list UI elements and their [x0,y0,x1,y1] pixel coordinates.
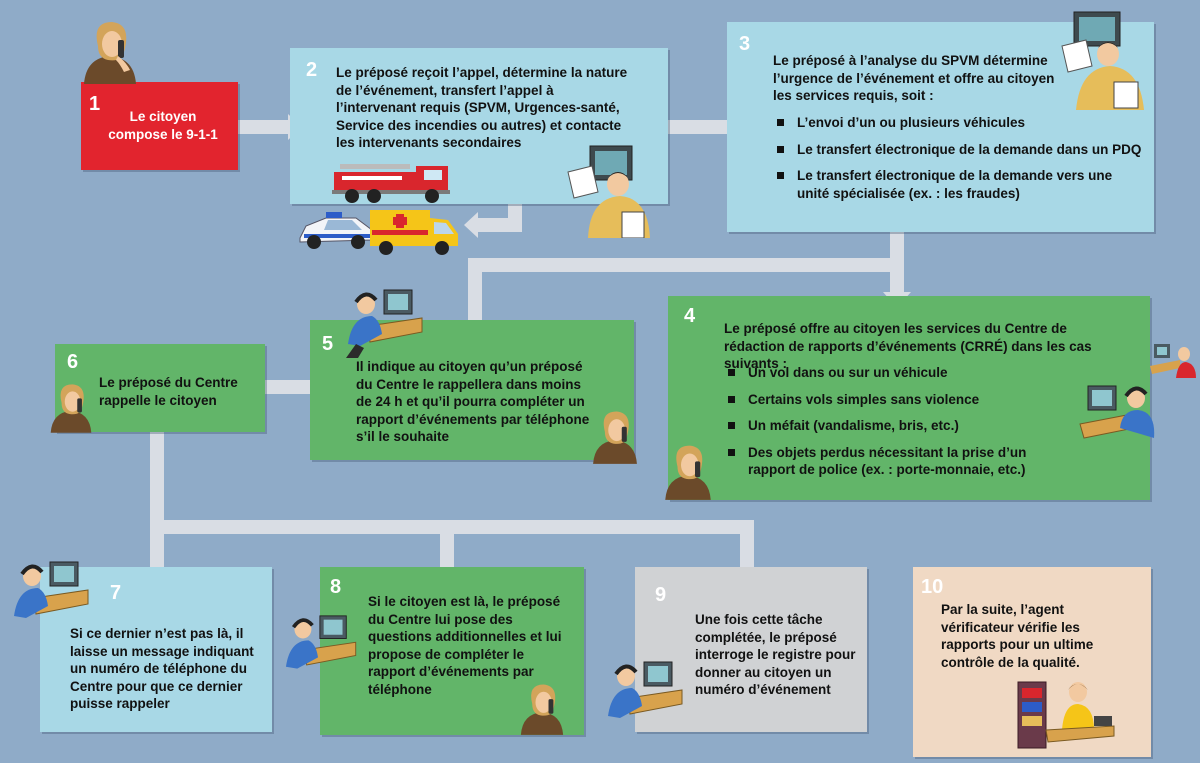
step-6-box: 6 Le préposé du Centre rappelle le citoy… [55,344,265,432]
operator-screen-icon [1060,10,1152,110]
step-4-item: Certains vols simples sans violence [724,391,1074,409]
step-8-box: 8 Si le citoyen est là, le préposé du Ce… [320,567,584,735]
step-3-intro: Le préposé à l’analyse du SPVM détermine… [773,53,1055,103]
operator-small-icon [1150,342,1198,382]
step-4-item: Des objets perdus nécessitant la prise d… [724,444,1074,479]
headset-operator-icon [6,560,90,630]
police-car-icon [296,208,376,252]
step-7-number: 7 [110,582,122,604]
step-5-text: Il indique au citoyen qu’un préposé du C… [356,359,590,444]
step-1-number: 1 [89,93,101,115]
step-8-number: 8 [330,576,342,598]
step-6-number: 6 [67,351,79,373]
step-3-item: Le transfert électronique de la demande … [773,167,1143,202]
citizen-phone-icon [78,18,142,84]
office-agent-icon [1016,676,1116,750]
step-2-number: 2 [306,59,318,81]
step-9-box: 9 Une fois cette tâche complétée, le pré… [635,567,867,732]
step-9-text: Une fois cette tâche complétée, le prépo… [695,612,856,697]
step-3-number: 3 [739,33,751,55]
step-9-number: 9 [655,584,667,606]
headset-operator-icon [1076,380,1160,450]
headset-operator-icon [340,288,424,358]
step-1-text: Le citoyen compose le 9-1-1 [108,109,218,142]
step-5-box: 5 Il indique au citoyen qu’un préposé du… [310,320,634,460]
step-10-text: Par la suite, l’agent vérificateur vérif… [941,602,1094,670]
step-8-text: Si le citoyen est là, le préposé du Cent… [368,594,562,697]
citizen-phone-icon [588,406,642,466]
citizen-phone-icon [46,380,96,434]
step-4-item: Un vol dans ou sur un véhicule [724,364,1074,382]
connector-5-6 [264,380,310,394]
step-6-text: Le préposé du Centre rappelle le citoyen [99,375,238,408]
step-4-item: Un méfait (vandalisme, bris, etc.) [724,417,1074,435]
step-4-list: Un vol dans ou sur un véhicule Certains … [724,364,1074,488]
step-10-number: 10 [921,576,944,598]
ambulance-icon [368,206,460,256]
connector-2-3 [668,120,730,134]
step-1-box: 1 Le citoyen compose le 9-1-1 [81,82,238,170]
step-4-number: 4 [684,305,696,327]
operator-screen-icon [564,142,656,238]
headset-operator-icon [278,614,358,680]
headset-operator-icon [600,660,684,730]
arrowhead-vehicles [464,212,478,238]
step-3-item: L’envoi d’un ou plusieurs véhicules [773,114,1143,132]
citizen-phone-icon [516,680,568,736]
step-4-box: 4 Le préposé offre au citoyen les servic… [668,296,1150,500]
step-4-intro: Le préposé offre au citoyen les services… [724,321,1092,371]
step-10-box: 10 Par la suite, l’agent vérificateur vé… [913,567,1151,757]
step-3-list: L’envoi d’un ou plusieurs véhicules Le t… [773,114,1143,211]
step-3-item: Le transfert électronique de la demande … [773,141,1143,159]
connector-3-5 [468,258,904,272]
connector-1-2 [238,120,288,134]
connector-6-branches [150,432,164,530]
step-5-number: 5 [322,333,334,355]
citizen-phone-icon [660,440,716,502]
step-7-text: Si ce dernier n’est pas là, il laisse un… [70,626,254,711]
step-2-text: Le préposé reçoit l’appel, détermine la … [336,65,628,150]
fire-truck-icon [332,158,452,204]
